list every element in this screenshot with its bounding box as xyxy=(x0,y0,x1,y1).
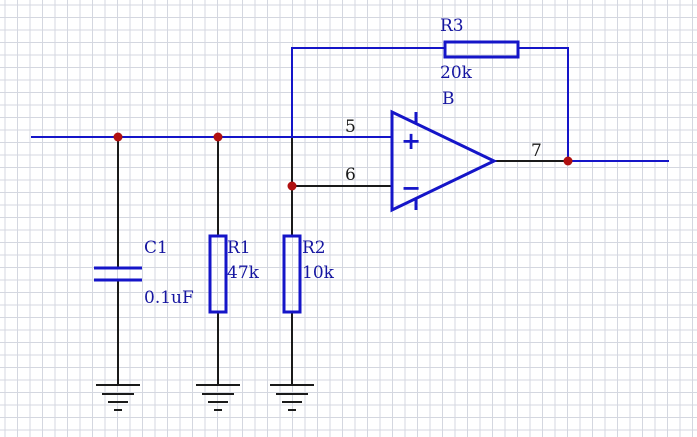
r3-ref-label: R3 xyxy=(440,16,464,36)
r2-value-label: 10k xyxy=(302,263,335,283)
r3-value-label: 20k xyxy=(440,63,473,83)
pin-7-label: 7 xyxy=(531,141,542,161)
opamp-plus-sign: + xyxy=(401,127,421,155)
r2-ref-label: R2 xyxy=(302,238,326,258)
junction-dot xyxy=(287,181,297,191)
r1-value-label: 47k xyxy=(227,263,260,283)
junction-dot xyxy=(563,156,573,166)
resistor-r2-icon xyxy=(282,234,302,314)
pin-6-label: 6 xyxy=(345,165,356,185)
resistor-r3-icon xyxy=(443,40,520,59)
ground-r2-icon xyxy=(270,384,314,411)
ground-r1-icon xyxy=(196,384,240,411)
pin-5-label: 5 xyxy=(345,117,356,137)
resistor-r1-icon xyxy=(208,234,228,314)
feedback-wire-right xyxy=(517,47,569,162)
c1-ref-label: C1 xyxy=(144,238,168,258)
c1-value-label: 0.1uF xyxy=(144,288,194,308)
r1-ref-label: R1 xyxy=(227,238,251,258)
feedback-wire-left xyxy=(291,47,446,138)
junction-dot xyxy=(213,132,223,142)
opamp-minus-sign: − xyxy=(401,174,421,202)
capacitor-c1-icon xyxy=(94,266,142,282)
junction-dot xyxy=(113,132,123,142)
wiring-blue xyxy=(31,47,669,162)
labels: R3 20k B 5 6 7 C1 0.1uF R1 47k R2 10k xyxy=(144,16,542,308)
opamp-unit-label: B xyxy=(442,89,455,109)
opamp-icon xyxy=(390,109,498,213)
ground-c1-icon xyxy=(96,384,140,411)
junctions xyxy=(113,132,573,191)
